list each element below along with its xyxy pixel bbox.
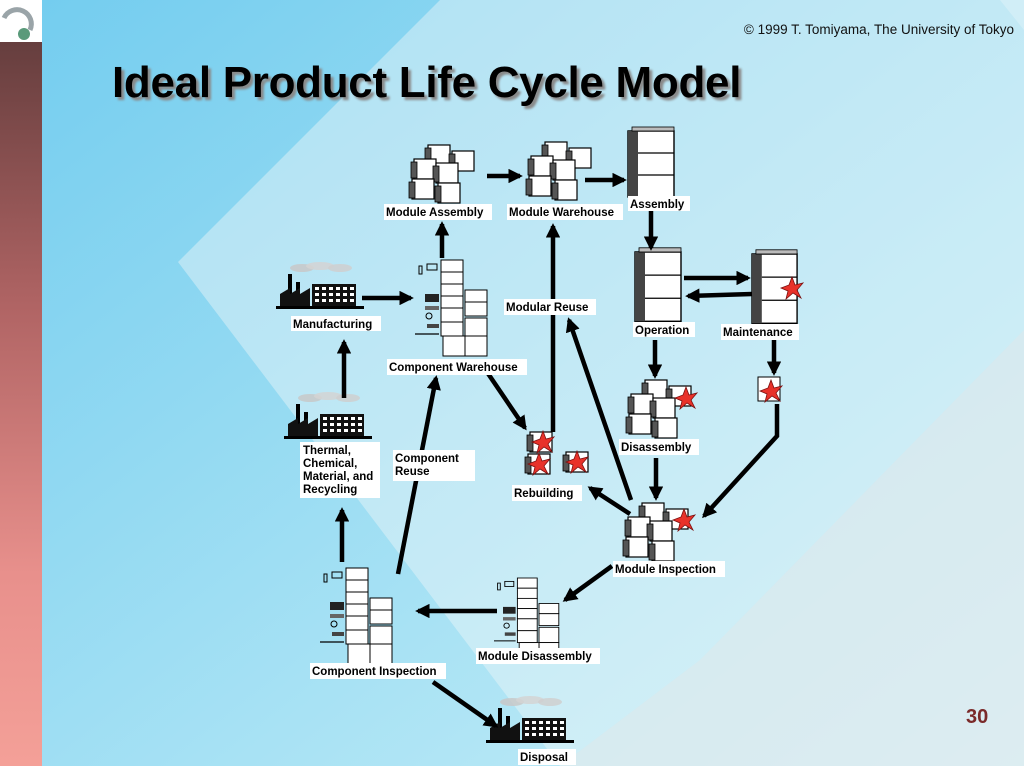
label-backgrounds <box>291 196 799 765</box>
maintenance-broken-module-icon <box>757 376 783 403</box>
arrow-module-inspection-to-module-disassembly <box>562 564 614 602</box>
logo <box>0 0 42 42</box>
label-rebuilding: Rebuilding <box>514 488 573 500</box>
label-module-assembly: Module Assembly <box>386 207 484 219</box>
label-component-inspection: Component Inspection <box>312 666 437 678</box>
maintenance-cabinet-icon <box>751 249 804 325</box>
label-modular-reuse: Modular Reuse <box>506 302 588 314</box>
label-maintenance: Maintenance <box>723 327 793 339</box>
label-component-warehouse: Component Warehouse <box>389 362 518 374</box>
copyright-text: © 1999 T. Tomiyama, The University of To… <box>743 22 1014 37</box>
label-module-disassembly: Module Disassembly <box>478 651 592 663</box>
arrow-maintenance-to-operation <box>685 288 753 303</box>
label-assembly: Assembly <box>630 199 685 211</box>
arrow-module-inspection-modular-reuse <box>565 317 634 501</box>
label-thermal-line1: Thermal, <box>303 445 351 457</box>
flow-arrows <box>334 168 782 728</box>
label-operation: Operation <box>635 325 689 337</box>
label-thermal-line4: Recycling <box>303 484 357 496</box>
label-disassembly: Disassembly <box>621 442 692 454</box>
label-component-reuse-line2: Reuse <box>395 466 430 478</box>
logo-icon <box>1 7 34 40</box>
page-title: Ideal Product Life Cycle Model <box>112 58 742 107</box>
label-manufacturing: Manufacturing <box>293 319 372 331</box>
label-disposal: Disposal <box>520 752 568 764</box>
page-number: 30 <box>966 706 989 728</box>
arrow-module-inspection-to-rebuilding <box>587 486 632 516</box>
arrow-component-inspection-to-disposal <box>431 680 499 728</box>
label-thermal-line2: Chemical, <box>303 458 357 470</box>
assembly-cabinet-icon <box>627 126 675 198</box>
arrow-component-warehouse-to-rebuilding <box>485 370 527 431</box>
label-thermal-line3: Material, and <box>303 471 373 483</box>
label-component-reuse-line1: Component <box>395 453 459 465</box>
label-module-inspection: Module Inspection <box>615 564 716 576</box>
arrow-maintenance-to-module-inspection <box>702 404 780 519</box>
sidebar-stripe <box>0 0 42 766</box>
operation-cabinet-icon <box>634 247 682 323</box>
label-module-warehouse: Module Warehouse <box>509 207 614 219</box>
